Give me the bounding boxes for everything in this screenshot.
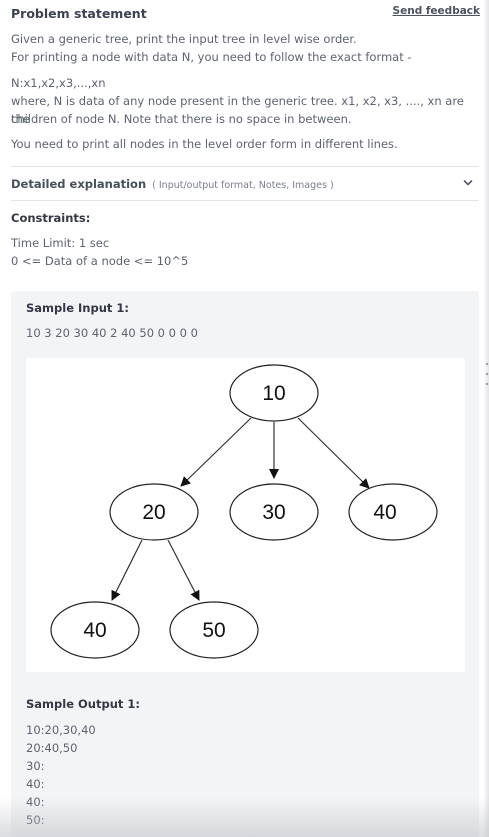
tree-edges <box>111 417 370 601</box>
tree-node-child-b: 30 <box>229 483 319 541</box>
tree-node-child-a-label: 20 <box>142 501 165 524</box>
detailed-explanation-label: Detailed explanation <box>11 177 147 191</box>
statement-line-5: children of node N. Note that there is n… <box>11 112 352 126</box>
problem-header: Problem statement Send feedback <box>11 5 480 24</box>
edge-20-50 <box>167 539 200 601</box>
edge-10-20 <box>180 417 252 487</box>
tree-node-grandchild-a-label: 40 <box>83 619 106 642</box>
tree-node-grandchild-b: 50 <box>169 601 259 659</box>
chevron-down-icon[interactable] <box>463 178 473 188</box>
sample-output-line: 40: <box>26 795 45 809</box>
tree-node-child-c: 40 <box>348 483 438 541</box>
send-feedback-link[interactable]: Send feedback <box>392 5 480 17</box>
constraint-time-limit: Time Limit: 1 sec <box>11 236 110 250</box>
constraints-title: Constraints: <box>11 211 91 225</box>
divider <box>11 166 479 167</box>
tree-diagram: 10 20 30 40 <box>50 364 438 659</box>
detailed-explanation-title: Detailed explanation ( Input/output forma… <box>11 177 334 191</box>
sample-output-line: 20:40,50 <box>26 741 78 755</box>
detailed-explanation-subtitle: ( Input/output format, Notes, Images ) <box>152 180 334 191</box>
statement-format-line: N:x1,x2,x3,...,xn <box>11 76 106 90</box>
statement-line-1: Given a generic tree, print the input tr… <box>11 32 357 46</box>
sample-output-line: 30: <box>26 759 45 773</box>
sample-output-line: 40: <box>26 777 45 791</box>
tree-node-root: 10 <box>229 364 319 422</box>
edge-10-40 <box>297 417 370 489</box>
tree-node-child-a: 20 <box>109 483 199 541</box>
constraint-data-range: 0 <= Data of a node <= 10^5 <box>11 254 189 268</box>
edge-20-40 <box>111 539 143 601</box>
sample-output-line: 10:20,30,40 <box>26 723 96 737</box>
sample-output-label: Sample Output 1: <box>26 697 140 711</box>
divider <box>11 200 479 201</box>
tree-nodes: 10 20 30 40 <box>50 364 438 659</box>
drag-handle-icon[interactable] <box>485 360 489 390</box>
detailed-explanation-toggle[interactable]: Detailed explanation ( Input/output forma… <box>11 168 479 200</box>
statement-line-6: You need to print all nodes in the level… <box>11 137 398 151</box>
tree-node-grandchild-b-label: 50 <box>202 619 225 642</box>
tree-node-root-label: 10 <box>262 382 285 405</box>
tree-node-child-c-label: 40 <box>373 501 396 524</box>
sample-output-line: 50: <box>26 813 45 827</box>
sample-input-value: 10 3 20 30 40 2 40 50 0 0 0 0 <box>26 326 198 340</box>
statement-line-2: For printing a node with data N, you nee… <box>11 50 412 64</box>
tree-diagram-image: 10 20 30 40 <box>26 358 465 672</box>
tree-node-grandchild-a: 40 <box>50 601 140 659</box>
statement-line-4: where, N is data of any node present in … <box>11 94 464 126</box>
sample-input-label: Sample Input 1: <box>26 301 129 315</box>
problem-statement-title: Problem statement <box>11 6 147 21</box>
scroll-track[interactable] <box>483 0 489 837</box>
sample-box: Sample Input 1: 10 3 20 30 40 2 40 50 0 … <box>11 291 479 837</box>
tree-node-child-b-label: 30 <box>262 501 285 524</box>
